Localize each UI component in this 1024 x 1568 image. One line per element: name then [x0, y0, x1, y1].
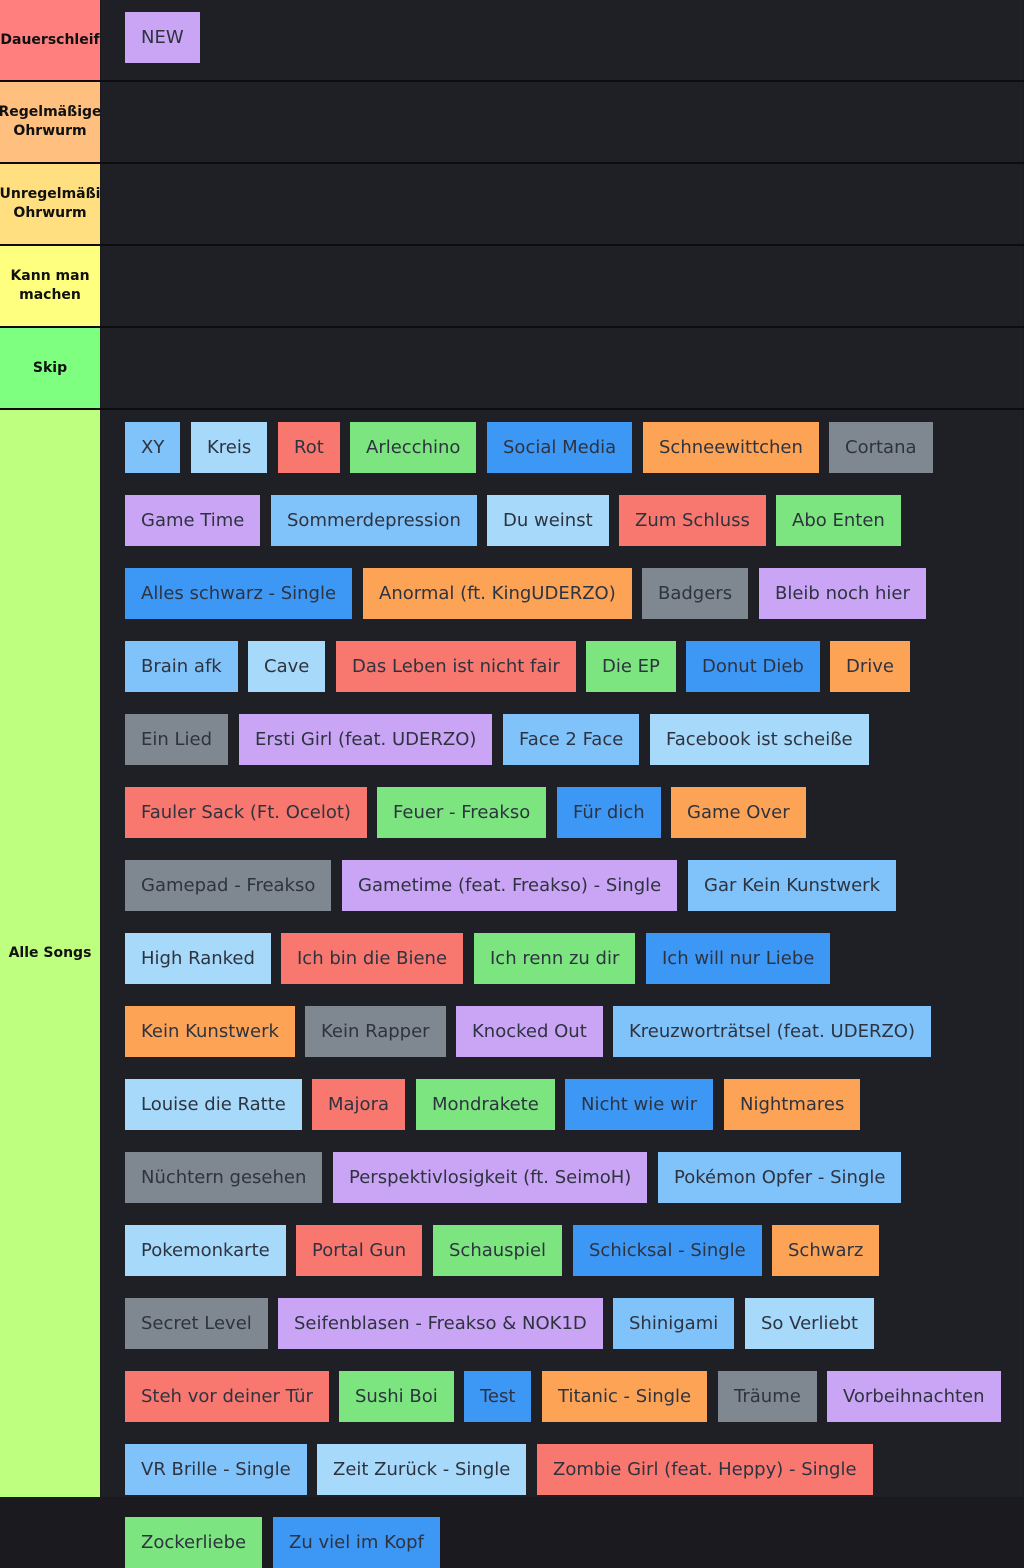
song-tile[interactable]: Ein Lied	[125, 714, 229, 765]
song-tile[interactable]: Social Media	[487, 422, 633, 473]
song-tile[interactable]: Pokémon Opfer - Single	[658, 1152, 902, 1203]
song-tile[interactable]: Sommerdepression	[271, 495, 477, 546]
song-tile[interactable]: Schwarz	[772, 1225, 880, 1276]
song-tile[interactable]: Nicht wie wir	[565, 1079, 714, 1130]
tier-label[interactable]: Skip	[0, 328, 100, 408]
song-tile[interactable]: Cortana	[829, 422, 933, 473]
song-tile[interactable]: Donut Dieb	[686, 641, 820, 692]
song-tile[interactable]: High Ranked	[125, 933, 271, 984]
song-tile[interactable]: Ich bin die Biene	[281, 933, 464, 984]
song-tile[interactable]: Abo Enten	[776, 495, 901, 546]
song-tile[interactable]: Knocked Out	[456, 1006, 603, 1057]
tier-row-kann-man-machen: Kann man machen	[0, 246, 1024, 326]
song-tile[interactable]: Ich renn zu dir	[474, 933, 636, 984]
song-tile[interactable]: Game Time	[125, 495, 261, 546]
song-tile[interactable]: Das Leben ist nicht fair	[336, 641, 576, 692]
tier-drop-area[interactable]	[101, 82, 1023, 162]
song-tile[interactable]: Test	[464, 1371, 532, 1422]
song-tile[interactable]: Für dich	[557, 787, 661, 838]
song-tile[interactable]: Kreis	[191, 422, 268, 473]
tier-label[interactable]: Alle Songs	[0, 410, 100, 1497]
song-tile[interactable]: Louise die Ratte	[125, 1079, 302, 1130]
tier-row-regelmaessiger-ohrwurm: Regelmäßige Ohrwurm	[0, 82, 1024, 162]
tier-label[interactable]: Kann man machen	[0, 246, 100, 326]
song-tile[interactable]: Shinigami	[613, 1298, 735, 1349]
song-tile[interactable]: Du weinst	[487, 495, 609, 546]
song-tile[interactable]: Zum Schluss	[619, 495, 766, 546]
song-tile[interactable]: Cave	[248, 641, 326, 692]
song-tile[interactable]: Majora	[312, 1079, 406, 1130]
song-tile[interactable]: Badgers	[642, 568, 749, 619]
tier-divider	[0, 326, 1024, 328]
tier-label[interactable]: Regelmäßige Ohrwurm	[0, 82, 100, 162]
tier-row-unregelmaessiger-ohrwurm: Unregelmäßi Ohrwurm	[0, 164, 1024, 244]
tier-divider	[0, 162, 1024, 164]
song-tile[interactable]: Rot	[278, 422, 340, 473]
song-tile[interactable]: Nüchtern gesehen	[125, 1152, 323, 1203]
tier-label[interactable]: Dauerschleif	[0, 0, 100, 80]
song-tile[interactable]: Ersti Girl (feat. UDERZO)	[239, 714, 493, 765]
song-tile[interactable]: Gamepad - Freakso	[125, 860, 332, 911]
song-tile[interactable]: Nightmares	[724, 1079, 861, 1130]
tier-row-skip: Skip	[0, 328, 1024, 408]
song-tile[interactable]: Seifenblasen - Freakso & NOK1D	[278, 1298, 603, 1349]
tier-drop-area[interactable]: NEW	[101, 0, 1023, 80]
song-tile[interactable]: Alles schwarz - Single	[125, 568, 353, 619]
song-tile[interactable]: Sushi Boi	[339, 1371, 454, 1422]
song-tile[interactable]: Kein Kunstwerk	[125, 1006, 295, 1057]
song-tile[interactable]: Portal Gun	[296, 1225, 423, 1276]
tier-drop-area[interactable]	[101, 246, 1023, 326]
song-tile[interactable]: VR Brille - Single	[125, 1444, 307, 1495]
song-tile[interactable]: Ich will nur Liebe	[646, 933, 831, 984]
tier-drop-area[interactable]	[101, 164, 1023, 244]
song-tile[interactable]: Schicksal - Single	[573, 1225, 762, 1276]
song-tile[interactable]: Game Over	[671, 787, 806, 838]
song-tile[interactable]: XY	[125, 422, 181, 473]
song-tile[interactable]: So Verliebt	[745, 1298, 875, 1349]
song-tile[interactable]: Mondrakete	[416, 1079, 555, 1130]
song-tile[interactable]: Arlecchino	[350, 422, 477, 473]
song-tile[interactable]: Steh vor deiner Tür	[125, 1371, 329, 1422]
song-tile[interactable]: Die EP	[586, 641, 676, 692]
song-tile[interactable]: Zombie Girl (feat. Heppy) - Single	[537, 1444, 873, 1495]
song-tile[interactable]: Gametime (feat. Freakso) - Single	[342, 860, 678, 911]
song-tile[interactable]: Zockerliebe	[125, 1517, 263, 1568]
song-tile[interactable]: Kein Rapper	[305, 1006, 446, 1057]
song-tile[interactable]: Zu viel im Kopf	[273, 1517, 440, 1568]
song-tile[interactable]: Perspektivlosigkeit (ft. SeimoH)	[333, 1152, 648, 1203]
tier-drop-area[interactable]	[101, 328, 1023, 408]
song-tile[interactable]: Zeit Zurück - Single	[317, 1444, 527, 1495]
song-tile[interactable]: Face 2 Face	[503, 714, 640, 765]
song-tile[interactable]: Gar Kein Kunstwerk	[688, 860, 896, 911]
song-tile[interactable]: Vorbeihnachten	[827, 1371, 1001, 1422]
song-tile[interactable]: Secret Level	[125, 1298, 268, 1349]
tier-label[interactable]: Unregelmäßi Ohrwurm	[0, 164, 100, 244]
tier-divider	[0, 80, 1024, 82]
song-tile[interactable]: Schauspiel	[433, 1225, 563, 1276]
song-tile[interactable]: NEW	[125, 12, 200, 63]
tier-row-dauerschleife: Dauerschleif NEW	[0, 0, 1024, 80]
song-tile[interactable]: Drive	[830, 641, 910, 692]
song-tile[interactable]: Anormal (ft. KingUDERZO)	[363, 568, 632, 619]
song-tile[interactable]: Feuer - Freakso	[377, 787, 547, 838]
song-tile[interactable]: Schneewittchen	[643, 422, 819, 473]
song-tile[interactable]: Bleib noch hier	[759, 568, 926, 619]
tier-divider	[0, 244, 1024, 246]
song-tile[interactable]: Fauler Sack (Ft. Ocelot)	[125, 787, 367, 838]
tier-divider	[0, 408, 1024, 410]
song-tile[interactable]: Träume	[718, 1371, 817, 1422]
song-tile[interactable]: Brain afk	[125, 641, 238, 692]
song-tile[interactable]: Pokemonkarte	[125, 1225, 286, 1276]
song-tile[interactable]: Titanic - Single	[542, 1371, 708, 1422]
song-tile[interactable]: Facebook ist scheiße	[650, 714, 869, 765]
song-tile[interactable]: Kreuzworträtsel (feat. UDERZO)	[613, 1006, 931, 1057]
